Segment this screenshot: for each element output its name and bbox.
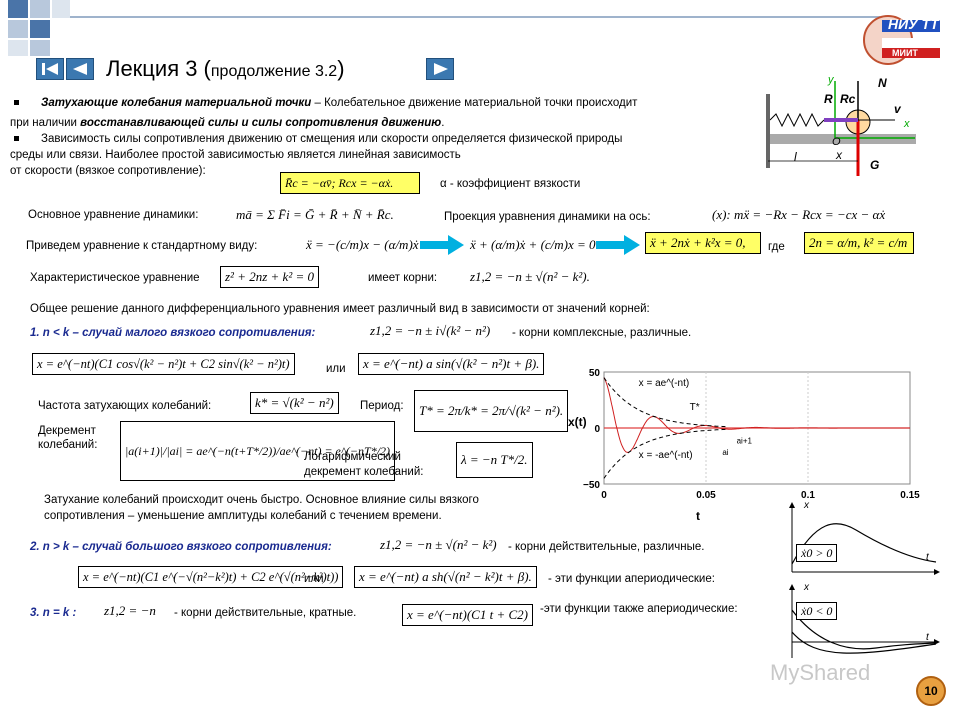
where-formula: 2n = α/m, k² = c/m: [804, 232, 914, 254]
standard-form-formula-2: ẍ + (α/m)ẋ + (c/m)x = 0: [470, 237, 596, 252]
frequency-label: Частота затухающих колебаний:: [38, 400, 212, 412]
decor-square-1: [8, 0, 28, 18]
case3-solution: x = e^(−nt)(C1 t + C2): [402, 604, 533, 626]
case2-note: - эти функции апериодические:: [548, 573, 715, 585]
case2-solution-1: x = e^(−nt)(C1 e^(−√(n²−k²)t) + C2 e^(√(…: [78, 566, 344, 588]
case3-roots-note: - корни действительные, кратные.: [174, 607, 357, 619]
decor-square-4: [8, 20, 28, 38]
decrement-formula: |a(i+1)|/|ai| = ae^(−n(t+T*/2))/ae^(−nt)…: [120, 421, 396, 481]
viscosity-note: α - коэффициент вязкости: [440, 178, 581, 190]
decor-square-5: [30, 20, 50, 38]
chart-y-axis-label: x(t): [568, 415, 587, 429]
case3-note: -эти функции также апериодические:: [540, 603, 738, 615]
chart-y-tick-label: 50: [589, 368, 601, 379]
watermark: MyShared: [770, 660, 871, 685]
decor-square-7: [30, 40, 50, 56]
spring-mass-diagram: y N R Rc v x O l x G: [740, 74, 940, 176]
case3-title: 3. n = k :: [30, 607, 77, 619]
chart-envelope-upper: [603, 377, 727, 428]
arrow-right-icon: [596, 235, 640, 260]
chart-y-tick-label: −50: [583, 480, 600, 491]
chart-annotation: ai+1: [737, 437, 753, 446]
chart-x-tick-label: 0.15: [900, 490, 920, 501]
characteristic-formula: z² + 2nz + k² = 0: [220, 266, 320, 288]
case1-solution-1: x = e^(−nt)(C1 cos√(k² − n²)t + C2 sin√(…: [32, 353, 295, 375]
log-decrement-formula: λ = −n T*/2.: [456, 442, 533, 478]
general-solution-text: Общее решение данного дифференциального …: [30, 303, 650, 315]
decor-square-6: [8, 40, 28, 56]
chart-x-tick-label: 0.1: [801, 490, 815, 501]
chart-x-axis-label: t: [696, 509, 700, 522]
chart-envelope-lower: [603, 428, 727, 479]
intro-paragraph-1: Затухающие колебания материальной точки …: [10, 97, 638, 129]
university-logo: НИУ ТТ МИИТ: [858, 8, 942, 68]
characteristic-label: Характеристическое уравнение: [30, 272, 200, 284]
chart-y-tick-label: 0: [594, 424, 600, 435]
nav-first-button[interactable]: [36, 58, 64, 80]
chart-annotation: x = -ae^(-nt): [639, 450, 693, 461]
chart-annotation: ai: [722, 448, 728, 457]
case3-roots: z1,2 = −n: [104, 603, 156, 618]
roots-label: имеет корни:: [368, 272, 438, 284]
bullet-icon: [14, 100, 19, 106]
arrow-left-icon: [73, 63, 87, 75]
standard-form-formula-3: ẍ + 2nẋ + k²x = 0,: [645, 232, 761, 254]
case1-title: 1. n < k – случай малого вязкого сопроти…: [30, 327, 316, 339]
period-label: Период:: [360, 400, 404, 412]
period-formula: T* = 2π/k* = 2π/√(k² − n²).: [414, 390, 569, 432]
header-rule: [70, 16, 880, 18]
case1-solution-2: x = e^(−nt) a sin(√(k² − n²)t + β).: [358, 353, 545, 375]
nav-next-button[interactable]: [426, 58, 454, 80]
projection-formula: (x): mẍ = −Rx − Rcx = −cx − αẋ: [712, 207, 886, 222]
page-number-badge: 10: [916, 676, 946, 706]
page-title: Лекция 3 (продолжение 3.2): [106, 56, 345, 81]
arrow-right-icon: [434, 63, 448, 75]
skip-back-icon: [42, 63, 58, 75]
arrow-right-icon: [420, 235, 464, 260]
decor-square-2: [30, 0, 50, 18]
aperiodic-graph-bottom: x t ẋ0 < 0: [776, 582, 942, 662]
case1-roots: z1,2 = −n ± i√(k² − n²): [370, 323, 491, 338]
standard-form-formula-1: ẍ = −(c/m)x − (α/m)ẋ: [306, 237, 419, 252]
nav-prev-button[interactable]: [66, 58, 94, 80]
standard-form-label: Приведем уравнение к стандартному виду:: [26, 240, 258, 252]
roots-formula: z1,2 = −n ± √(n² − k²).: [470, 269, 590, 284]
where-label: где: [768, 241, 785, 253]
case1-roots-note: - корни комплексные, различные.: [512, 327, 692, 339]
projection-label: Проекция уравнения динамики на ось:: [444, 211, 651, 223]
viscous-force-formula: R̄c = −αv̄; Rcx = −αẋ.: [280, 172, 420, 194]
aperiodic-graph-top: x t ẋ0 > 0: [776, 500, 942, 576]
case2-title: 2. n > k – случай большого вязкого сопро…: [30, 541, 332, 553]
case2-roots: z1,2 = −n ± √(n² − k²): [380, 537, 497, 552]
chart-x-tick-label: 0.05: [696, 490, 716, 501]
case1-summary: Затухание колебаний происходит очень быс…: [44, 494, 479, 522]
main-equation-label: Основное уравнение динамики:: [28, 209, 199, 221]
case1-or: или: [326, 363, 346, 375]
frequency-formula: k* = √(k² − n²): [250, 392, 339, 414]
chart-annotation: T*: [690, 402, 700, 413]
chart-annotation: x = ae^(-nt): [639, 378, 690, 389]
case2-or: или: [304, 573, 324, 585]
chart-x-tick-label: 0: [601, 490, 607, 501]
case2-roots-note: - корни действительные, различные.: [508, 541, 705, 553]
main-equation-formula: mā = Σ F̄i = Ḡ + R̄ + N̄ + R̄c.: [236, 207, 394, 222]
decor-square-3: [52, 0, 70, 18]
intro-paragraph-2: Зависимость силы сопротивления движению …: [10, 133, 623, 177]
case2-solution-2: x = e^(−nt) a sh(√(n² − k²)t + β).: [354, 566, 537, 588]
bullet-icon: [14, 136, 19, 142]
